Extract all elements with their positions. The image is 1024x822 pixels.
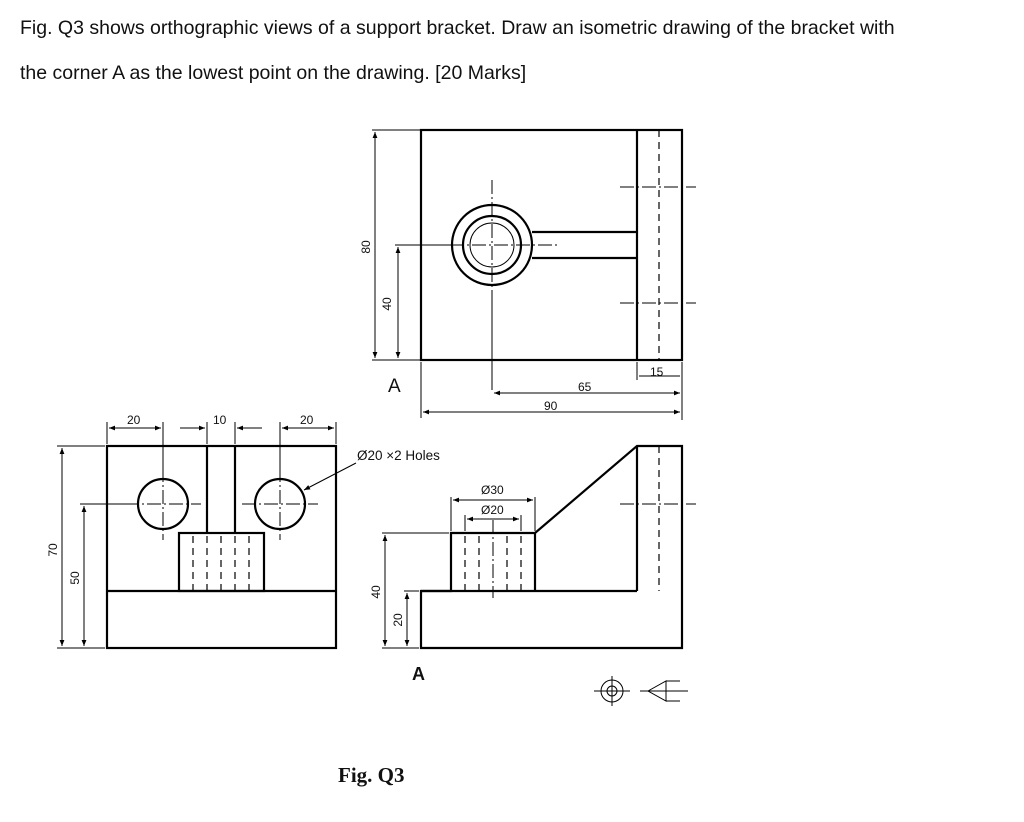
side-view-outline <box>419 444 684 650</box>
front-view: 20 10 20 70 50 Ø20 ×2 Holes <box>46 413 440 650</box>
side-view: Ø30 Ø20 40 20 A <box>369 444 696 684</box>
front-view-outline <box>105 444 338 650</box>
dim-10-label: 10 <box>213 413 227 427</box>
corner-label-a-side: A <box>412 664 425 684</box>
dim-side20-label: 20 <box>391 613 405 627</box>
dim-15-label: 15 <box>650 365 664 379</box>
figure-caption: Fig. Q3 <box>338 763 405 787</box>
question-text: Fig. Q3 shows orthographic views of a su… <box>20 6 1010 96</box>
question-line-1: Fig. Q3 shows orthographic views of a su… <box>20 17 895 39</box>
dim-50-label: 50 <box>68 571 82 585</box>
hole-note: Ø20 ×2 Holes <box>357 448 440 463</box>
dim-80-label: 80 <box>359 240 373 254</box>
top-view: 80 40 A 15 65 90 <box>359 128 696 420</box>
first-angle-projection-symbol <box>594 676 688 706</box>
dim-65-label: 65 <box>578 380 592 394</box>
dim-20a-label: 20 <box>127 413 141 427</box>
dim-90-label: 90 <box>544 399 558 413</box>
dim-70-label: 70 <box>46 543 60 557</box>
dim-side40-label: 40 <box>369 585 383 599</box>
question-line-2: the corner A as the lowest point on the … <box>20 62 527 84</box>
dim-d30-label: Ø30 <box>481 483 504 497</box>
dim-d20-label: Ø20 <box>481 503 504 517</box>
dim-20b-label: 20 <box>300 413 314 427</box>
corner-label-a-top: A <box>388 376 401 397</box>
top-view-hole <box>469 222 515 268</box>
hole-note-leader <box>303 462 357 491</box>
dim-40-label: 40 <box>380 297 394 311</box>
